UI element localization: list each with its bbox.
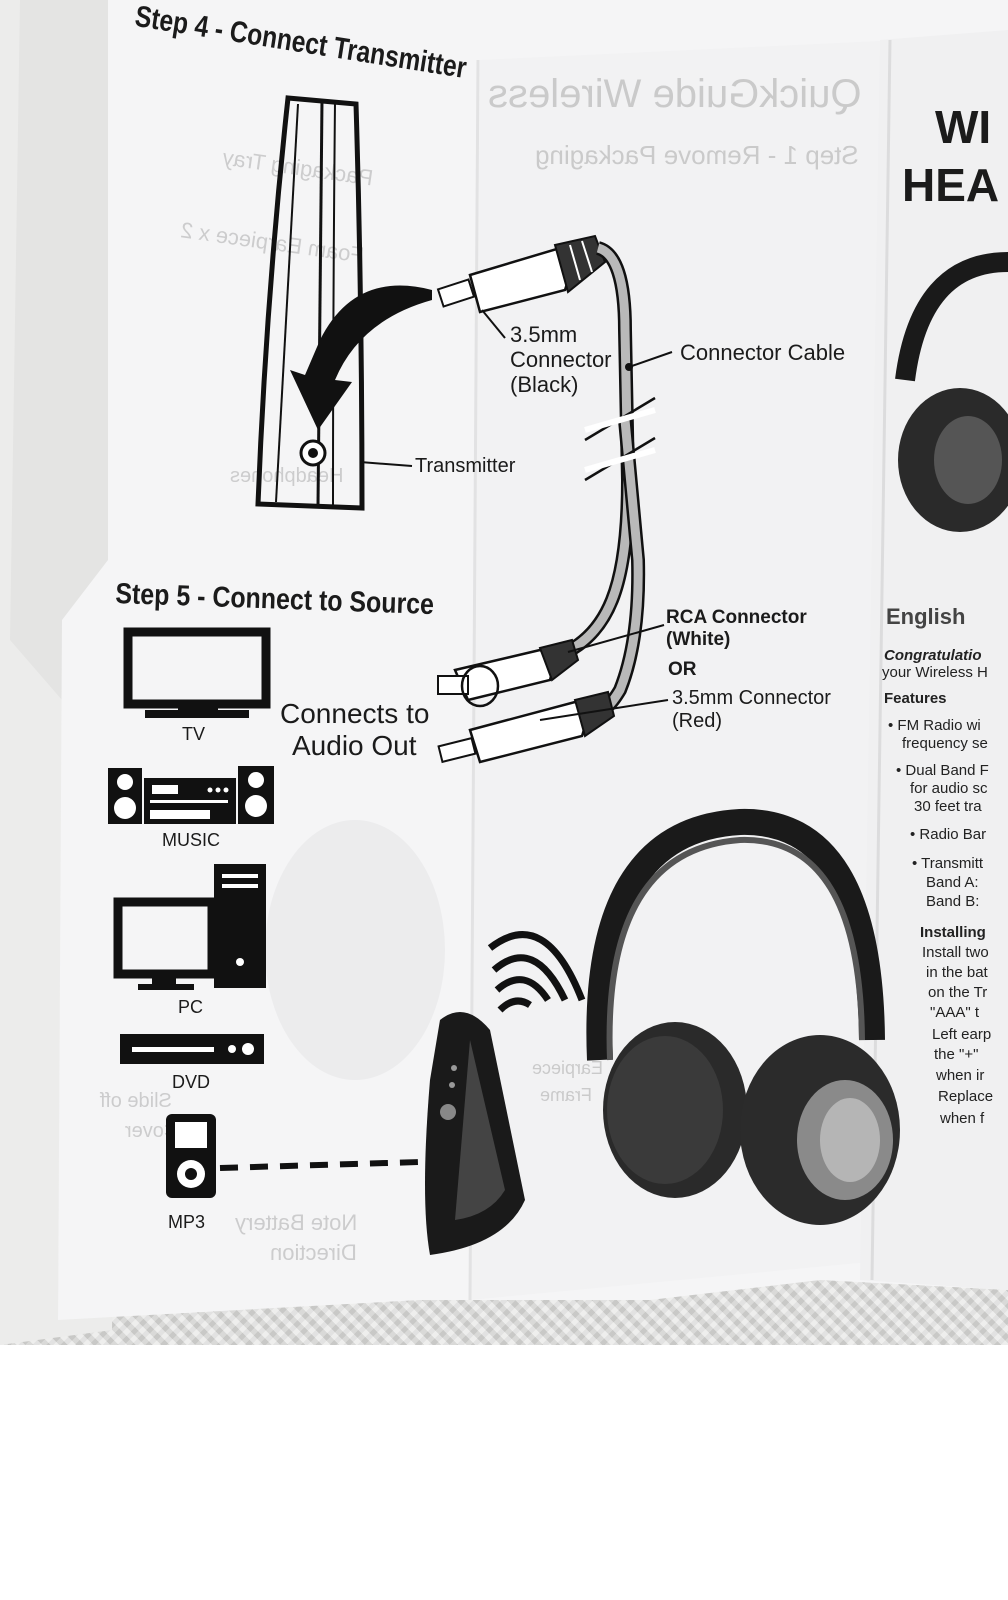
- right-line: Features: [884, 690, 947, 707]
- right-line: 30 feet tra: [914, 798, 982, 815]
- right-line: • Transmitt: [912, 855, 983, 872]
- right-heading-line1: WI: [935, 100, 991, 154]
- right-line: for audio sc: [910, 780, 988, 797]
- dvd-icon: [120, 1034, 264, 1064]
- headphones-image: [599, 822, 900, 1225]
- photo: QuickGuide Wireless Step 1 - Remove Pack…: [0, 0, 1008, 1345]
- right-line: on the Tr: [928, 984, 987, 1001]
- right-line: Left earp: [932, 1026, 991, 1043]
- right-heading-line2: HEA: [902, 158, 999, 212]
- headphones-partial-image: [898, 262, 1008, 532]
- right-line: frequency se: [902, 735, 988, 752]
- right-line: • Dual Band F: [896, 762, 989, 779]
- right-line: • Radio Bar: [910, 826, 986, 843]
- pc-icon: [118, 864, 266, 990]
- right-line: • FM Radio wi: [888, 717, 981, 734]
- right-line: the "+": [934, 1046, 978, 1063]
- label-pc: PC: [178, 997, 203, 1018]
- right-language: English: [886, 604, 965, 630]
- label-mp3: MP3: [168, 1212, 205, 1233]
- right-line: Installing: [920, 924, 986, 941]
- tv-icon: [128, 632, 266, 718]
- wireless-signal-icon: [490, 935, 582, 1010]
- right-line: "AAA" t: [930, 1004, 979, 1021]
- right-line: Band B:: [926, 893, 979, 910]
- source-icons: [0, 0, 1008, 1345]
- right-line: when ir: [936, 1067, 984, 1084]
- right-line: Replace: [938, 1088, 993, 1105]
- label-tv: TV: [182, 724, 205, 745]
- right-line: in the bat: [926, 964, 988, 981]
- right-line: Install two: [922, 944, 989, 961]
- right-line: Congratulatio: [884, 647, 982, 664]
- wireless-transmitter: [425, 1012, 525, 1255]
- mp3-icon: [166, 1114, 216, 1198]
- music-icon: [108, 766, 274, 824]
- label-music: MUSIC: [162, 830, 220, 851]
- right-line: when f: [940, 1110, 984, 1127]
- label-dvd: DVD: [172, 1072, 210, 1093]
- right-line: Band A:: [926, 874, 979, 891]
- right-line: your Wireless H: [882, 664, 988, 681]
